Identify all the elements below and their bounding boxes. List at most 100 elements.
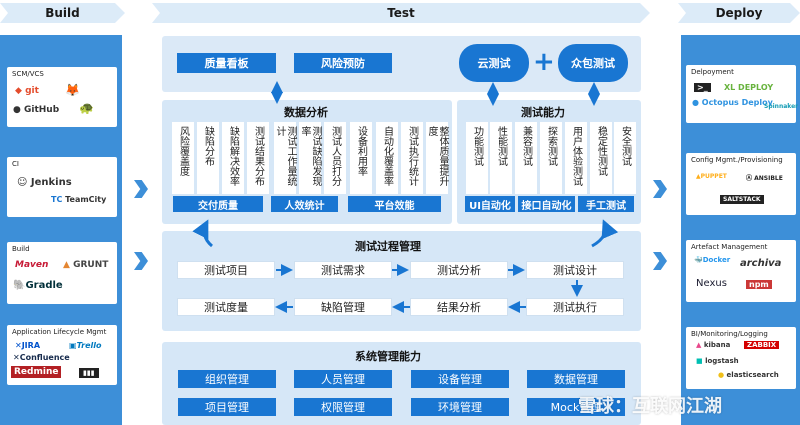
- risk-prevention-button: 风险预防: [294, 53, 392, 73]
- ci-card: CI ☺ Jenkins TC TeamCity: [7, 157, 117, 217]
- artefact-card: Artefact Management 🐳Docker archiva Nexu…: [686, 240, 796, 302]
- group-platform-efficiency: 平台效能: [348, 196, 441, 212]
- elasticsearch-logo: ● elasticsearch: [718, 371, 779, 379]
- system-item: 项目管理: [178, 398, 276, 416]
- xldeploy-logo: XL DEPLOY: [724, 83, 774, 92]
- chevron-right-icon: [134, 180, 148, 198]
- jenkins-logo: ☺ Jenkins: [17, 177, 72, 188]
- config-card: Config Mgmt./Provisioning ▲PUPPET Ⓐ ANSI…: [686, 153, 796, 215]
- process-step: 测试需求: [294, 261, 392, 279]
- group-api-automation: 接口自动化: [518, 196, 575, 212]
- system-item: 环境管理: [411, 398, 509, 416]
- puppet-logo: ▲PUPPET: [696, 173, 727, 180]
- system-item: Mock管理: [527, 398, 625, 416]
- capability-column: 用户体验测试: [565, 122, 587, 194]
- analysis-column: 自动化覆盖率: [376, 122, 398, 194]
- gitlab-logo-icon: 🦊: [65, 83, 80, 97]
- system-item: 设备管理: [411, 370, 509, 388]
- jira-logo: ✕JIRA: [15, 341, 41, 350]
- gradle-logo: 🐘Gradle: [13, 280, 63, 291]
- process-step: 测试设计: [526, 261, 624, 279]
- scm-title: SCM/VCS: [12, 70, 44, 78]
- confluence-logo: ✕Confluence: [13, 353, 70, 362]
- maven-logo: Maven: [15, 260, 49, 270]
- analysis-column: 缺陷解决效率: [222, 122, 244, 194]
- capability-column: 探索测试: [540, 122, 562, 194]
- deployment-title: Delpoyment: [691, 68, 734, 76]
- mercurial-logo-icon: 🐢: [79, 101, 94, 115]
- analysis-column: 设备利用率: [350, 122, 372, 194]
- group-efficiency-stats: 人效统计: [271, 196, 338, 212]
- group-delivery-quality: 交付质量: [173, 196, 263, 212]
- process-step: 测试项目: [177, 261, 275, 279]
- capability-column: 兼容测试: [515, 122, 537, 194]
- analysis-column: 测试缺陷发现率: [299, 122, 321, 194]
- analysis-column: 测试执行统计: [401, 122, 423, 194]
- plus-icon: +: [533, 47, 555, 77]
- misc-logo-icon: ▮▮▮: [79, 368, 99, 378]
- alm-title: Application Lifecycle Mgmt: [12, 328, 107, 336]
- npm-logo: npm: [746, 280, 772, 289]
- zabbix-logo: ZABBIX: [744, 341, 780, 349]
- deploy-column: Delpoyment >_ XL DEPLOY ● Octopus Deploy…: [681, 35, 800, 425]
- build-header: Build: [0, 3, 125, 23]
- analysis-column: 测试工作量统计: [274, 122, 296, 194]
- trello-logo: ▣Trello: [69, 341, 102, 350]
- kibana-logo: ▲ kibana: [696, 341, 731, 349]
- github-logo: ● GitHub: [13, 105, 60, 115]
- system-item: 组织管理: [178, 370, 276, 388]
- test-header: Test: [152, 3, 650, 23]
- octopus-logo: ● Octopus Deploy: [692, 98, 773, 107]
- saltstack-logo: SALTSTACK: [720, 195, 764, 204]
- group-ui-automation: UI自动化: [465, 196, 515, 212]
- deployment-card: Delpoyment >_ XL DEPLOY ● Octopus Deploy…: [686, 65, 799, 123]
- crowd-test: 众包测试: [558, 44, 628, 82]
- analysis-column: 风险覆盖度: [172, 122, 194, 194]
- scm-card: SCM/VCS ◆ git 🦊 ● GitHub 🐢: [7, 67, 117, 127]
- deploy-header: Deploy: [678, 3, 800, 23]
- capability-column: 稳定性测试: [590, 122, 612, 194]
- grunt-logo: ▲ GRUNT: [63, 260, 109, 270]
- process-step: 测试执行: [526, 298, 624, 316]
- git-logo: ◆ git: [15, 86, 39, 96]
- capability-column: 安全测试: [614, 122, 636, 194]
- terminal-logo-icon: >_: [694, 83, 711, 92]
- artefact-title: Artefact Management: [691, 243, 768, 251]
- build-title: Build: [12, 245, 30, 253]
- process-step: 结果分析: [410, 298, 508, 316]
- ansible-logo: Ⓐ ANSIBLE: [746, 175, 783, 182]
- alm-card: Application Lifecycle Mgmt ✕JIRA ▣Trello…: [7, 325, 117, 385]
- chevron-right-icon: [653, 180, 667, 198]
- process-title: 测试过程管理: [355, 240, 421, 253]
- bi-card: BI/Monitoring/Logging ▲ kibana ZABBIX ■ …: [686, 327, 796, 389]
- analysis-column: 缺陷分布: [197, 122, 219, 194]
- docker-logo: 🐳Docker: [694, 256, 731, 264]
- chevron-right-icon: [134, 252, 148, 270]
- redmine-logo: Redmine: [11, 366, 62, 378]
- bi-title: BI/Monitoring/Logging: [691, 330, 768, 338]
- analysis-column: 测试结果分布: [247, 122, 269, 194]
- group-manual-testing: 手工测试: [578, 196, 634, 212]
- build-tools-card: Build Maven ▲ GRUNT 🐘Gradle: [7, 242, 117, 304]
- teamcity-logo: TC TeamCity: [51, 195, 107, 204]
- cloud-test: 云测试: [459, 44, 529, 82]
- process-step: 缺陷管理: [294, 298, 392, 316]
- analysis-column: 整体质量提升度: [426, 122, 448, 194]
- test-capability-title: 测试能力: [521, 106, 565, 119]
- process-step: 测试分析: [410, 261, 508, 279]
- logstash-logo: ■ logstash: [696, 357, 739, 365]
- nexus-logo: Nexus: [696, 278, 727, 289]
- process-step: 测试度量: [177, 298, 275, 316]
- system-item: 权限管理: [294, 398, 392, 416]
- analysis-column: 测试人员打分: [324, 122, 346, 194]
- system-item: 数据管理: [527, 370, 625, 388]
- build-column: SCM/VCS ◆ git 🦊 ● GitHub 🐢 CI ☺ Jenkins …: [0, 35, 122, 425]
- data-analysis-title: 数据分析: [284, 106, 328, 119]
- quality-dashboard-button: 质量看板: [177, 53, 276, 73]
- ci-title: CI: [12, 160, 19, 168]
- capability-column: 功能测试: [466, 122, 488, 194]
- config-title: Config Mgmt./Provisioning: [691, 156, 783, 164]
- spinnaker-logo: Spinnaker: [764, 103, 799, 110]
- watermark: 雪球：互联网江湖: [578, 396, 722, 417]
